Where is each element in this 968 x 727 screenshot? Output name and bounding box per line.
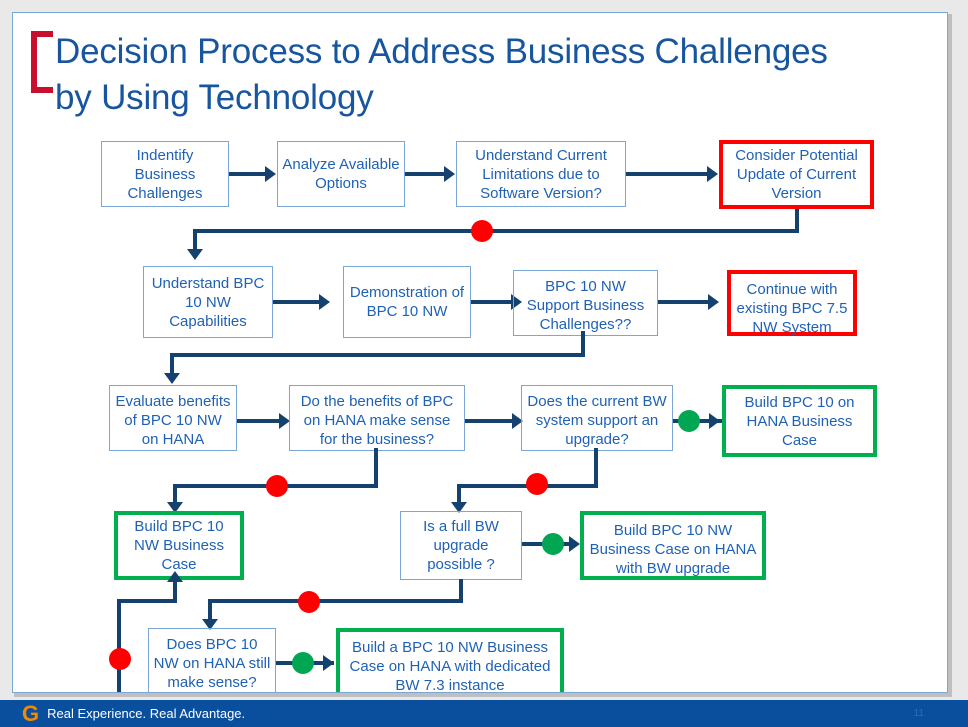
- arrowhead-r4-no: [202, 619, 218, 630]
- node-bpc-support-business-challenges[interactable]: BPC 10 NW Support Business Challenges??: [513, 270, 658, 336]
- node-label: Does the current BW system support an up…: [527, 393, 667, 448]
- footer-bar: G Real Experience. Real Advantage. 11: [0, 700, 968, 727]
- arrowhead-r2-c: [708, 294, 719, 310]
- node-label: BPC 10 NW Support Business Challenges??: [526, 278, 645, 333]
- footer-tagline: Real Experience. Real Advantage.: [47, 706, 246, 721]
- arrowhead-r1-a: [265, 166, 276, 182]
- arrowhead-r3-bw: [451, 502, 467, 513]
- node-build-case-hana-with-bw-upgrade[interactable]: Build BPC 10 NW Business Case on HANA wi…: [580, 511, 766, 580]
- connector-r2-b: [471, 300, 513, 304]
- arrowhead-r3-a: [279, 413, 290, 429]
- node-label: Build BPC 10 on HANA Business Case: [744, 393, 855, 449]
- node-identify-business-challenges[interactable]: Indentify Business Challenges: [101, 141, 229, 207]
- decision-dot-red-1: [471, 220, 493, 242]
- node-label: Is a full BW upgrade possible ?: [423, 518, 499, 573]
- connector-r2-a: [273, 300, 321, 304]
- decision-dot-green-3: [292, 652, 314, 674]
- connector-r3-no-drop: [173, 484, 177, 506]
- arrowhead-r2-b: [511, 294, 522, 310]
- connector-r2-c: [658, 300, 710, 304]
- page-title-line-2: by Using Technology: [55, 78, 374, 117]
- node-understand-bpc-capabilities[interactable]: Understand BPC 10 NW Capabilities: [143, 266, 273, 338]
- connector-r2-r3-drop: [170, 353, 174, 377]
- connector-r1-r2-drop: [193, 229, 197, 253]
- node-label: Continue with existing BPC 7.5 NW System: [736, 281, 848, 336]
- decision-dot-green-2: [542, 533, 564, 555]
- connector-r3-a: [237, 419, 281, 423]
- slide-canvas: Decision Process to Address Business Cha…: [12, 12, 948, 693]
- arrowhead-r3-no: [167, 502, 183, 513]
- node-consider-potential-update[interactable]: Consider Potential Update of Current Ver…: [719, 140, 874, 209]
- connector-r1-r2-across: [193, 229, 799, 233]
- connector-r3-bw-drop: [457, 484, 461, 506]
- connector-loop-rise: [173, 579, 177, 601]
- node-build-bpc-nw-case[interactable]: Build BPC 10 NW Business Case: [114, 511, 244, 580]
- node-label: Build BPC 10 NW Business Case on HANA wi…: [589, 522, 757, 577]
- connector-r1-b: [405, 172, 446, 176]
- node-label: Evaluate benefits of BPC 10 NW on HANA: [115, 393, 231, 448]
- decision-dot-red-5: [109, 648, 131, 670]
- connector-r1-r2-down: [795, 209, 799, 233]
- arrowhead-r3-c: [709, 413, 720, 429]
- arrowhead-r4-a: [569, 536, 580, 552]
- connector-r1-c: [626, 172, 709, 176]
- node-label: Indentify Business Challenges: [127, 146, 203, 202]
- arrowhead-r5-a: [323, 655, 334, 671]
- decision-dot-red-2: [266, 475, 288, 497]
- node-benefits-make-sense[interactable]: Do the benefits of BPC on HANA make sens…: [289, 385, 465, 451]
- node-label: Demonstration of BPC 10 NW: [349, 284, 465, 320]
- node-demonstration-of-bpc[interactable]: Demonstration of BPC 10 NW: [343, 266, 471, 338]
- node-build-case-hana-dedicated-bw[interactable]: Build a BPC 10 NW Business Case on HANA …: [336, 628, 564, 693]
- node-label: Understand BPC 10 NW Capabilities: [151, 274, 265, 330]
- arrowhead-loop-up: [167, 571, 183, 582]
- brand-logo-icon: G: [22, 700, 40, 726]
- connector-r4-no-across: [208, 599, 463, 603]
- node-build-bpc-on-hana-case[interactable]: Build BPC 10 on HANA Business Case: [722, 385, 877, 457]
- page-title-line-1: Decision Process to Address Business Cha…: [55, 32, 828, 71]
- connector-r3-bw-down: [594, 448, 598, 486]
- connector-r2-r3-across: [170, 353, 585, 357]
- title-bracket-accent: [31, 31, 53, 93]
- node-label: Consider Potential Update of Current Ver…: [735, 147, 858, 202]
- connector-r3-no-down: [374, 448, 378, 486]
- connector-r1-a: [229, 172, 267, 176]
- page-number: 11: [913, 708, 924, 719]
- node-understand-current-limitations[interactable]: Understand Current Limitations due to So…: [456, 141, 626, 207]
- node-evaluate-benefits-hana[interactable]: Evaluate benefits of BPC 10 NW on HANA: [109, 385, 237, 451]
- node-full-bw-upgrade-possible[interactable]: Is a full BW upgrade possible ?: [400, 511, 522, 580]
- connector-r3-b: [465, 419, 514, 423]
- node-label: Build a BPC 10 NW Business Case on HANA …: [349, 639, 551, 693]
- page-title: Decision Process to Address Business Cha…: [55, 29, 925, 121]
- node-label: Do the benefits of BPC on HANA make sens…: [300, 393, 454, 448]
- node-current-bw-support-upgrade[interactable]: Does the current BW system support an up…: [521, 385, 673, 451]
- node-analyze-available-options[interactable]: Analyze Available Options: [277, 141, 405, 207]
- connector-r4-no-drop: [208, 599, 212, 623]
- arrowhead-r2-a: [319, 294, 330, 310]
- arrowhead-r1-c: [707, 166, 718, 182]
- node-does-bpc-hana-still-make-sense[interactable]: Does BPC 10 NW on HANA still make sense?: [148, 628, 276, 692]
- decision-dot-red-4: [298, 591, 320, 613]
- decision-dot-green-1: [678, 410, 700, 432]
- node-label: Build BPC 10 NW Business Case: [133, 518, 225, 573]
- arrowhead-r2-r3: [164, 373, 180, 384]
- decision-dot-red-3: [526, 473, 548, 495]
- connector-r2-r3-down: [581, 331, 585, 357]
- arrowhead-r1-r2: [187, 249, 203, 260]
- connector-r4-no-down: [459, 579, 463, 603]
- node-label: Analyze Available Options: [282, 156, 400, 192]
- node-label: Understand Current Limitations due to So…: [475, 146, 607, 202]
- arrowhead-r1-b: [444, 166, 455, 182]
- arrowhead-r3-b: [512, 413, 523, 429]
- connector-loop-left: [117, 599, 121, 692]
- node-continue-with-existing-bpc[interactable]: Continue with existing BPC 7.5 NW System: [727, 270, 857, 336]
- connector-loop-top: [117, 599, 177, 603]
- node-label: Does BPC 10 NW on HANA still make sense?: [153, 636, 271, 691]
